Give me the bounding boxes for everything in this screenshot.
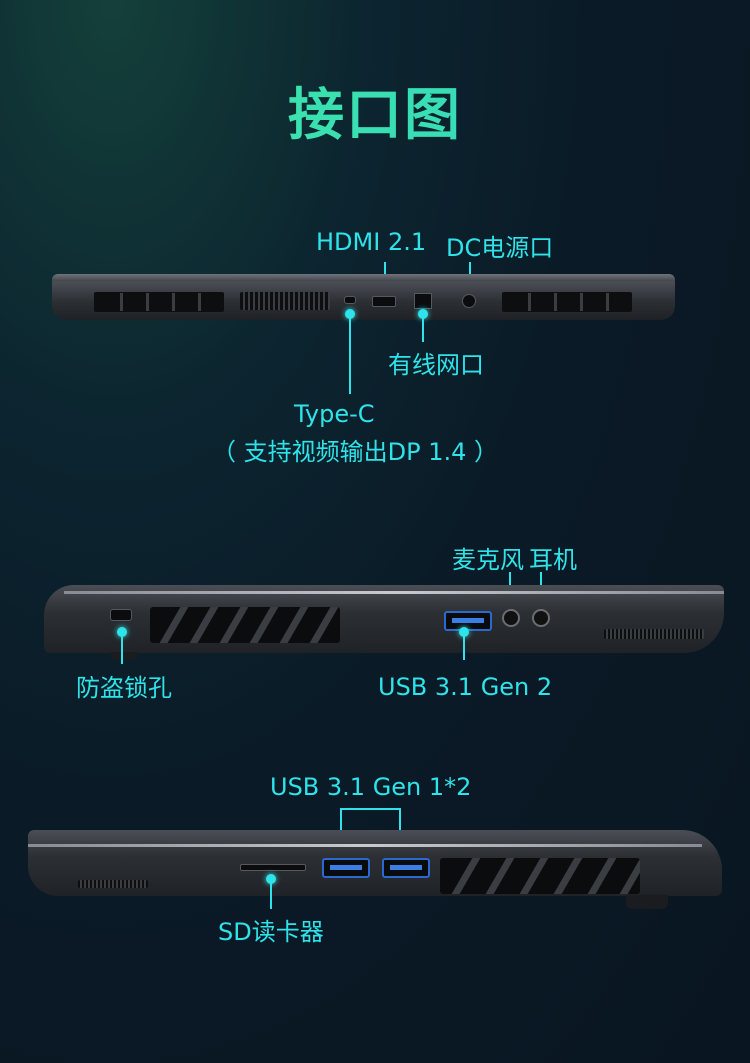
right-side-grille (440, 858, 640, 894)
typec-port (344, 296, 356, 304)
headphone-label: 耳机 (529, 546, 577, 574)
typec-pointer-line (349, 314, 351, 394)
left-side-edge (64, 591, 724, 594)
lan-port (414, 293, 432, 309)
hdmi-port (372, 296, 396, 307)
usb-gen1-port-a (322, 858, 370, 878)
laptop-left-side (44, 585, 724, 653)
headphone-pointer-line (540, 572, 542, 596)
mic-pointer-line (509, 572, 511, 596)
usb-gen1-label: USB 3.1 Gen 1*2 (270, 773, 472, 801)
laptop-right-side (28, 830, 722, 896)
rear-vent-right (502, 292, 632, 312)
mic-jack (502, 609, 520, 627)
rear-vent-left (94, 292, 224, 312)
lock-label: 防盗锁孔 (76, 674, 172, 702)
rear-vent-mesh (240, 292, 330, 310)
dc-port (462, 294, 476, 308)
sd-label: SD读卡器 (218, 918, 324, 946)
typec-note: （ 支持视频输出DP 1.4 ） (212, 438, 499, 466)
usb-gen1-bracket-right (399, 808, 401, 848)
lock-pointer-line (121, 632, 123, 664)
right-side-mesh (78, 880, 148, 888)
dc-label: DC电源口 (446, 234, 554, 262)
right-foot (626, 895, 668, 909)
sd-slot (240, 864, 306, 871)
sd-pointer-line (270, 879, 272, 909)
headphone-jack (532, 609, 550, 627)
lan-pointer-line (422, 314, 424, 342)
rear-top-edge (52, 274, 675, 280)
typec-label: Type-C (294, 400, 375, 428)
hdmi-label: HDMI 2.1 (316, 228, 427, 256)
lan-label: 有线网口 (388, 351, 484, 379)
usb-gen2-pointer-line (463, 632, 465, 660)
usb-gen1-port-b (382, 858, 430, 878)
left-side-mesh (604, 629, 704, 639)
page-title: 接口图 (0, 70, 750, 151)
left-side-grille (150, 607, 340, 643)
left-foot (110, 652, 138, 660)
laptop-rear (52, 274, 675, 320)
usb-gen2-label: USB 3.1 Gen 2 (378, 673, 553, 701)
right-side-edge (28, 844, 702, 847)
lock-slot (110, 609, 132, 621)
mic-label: 麦克风 (452, 546, 524, 574)
usb-gen1-bracket-left (340, 808, 342, 848)
usb-gen1-bracket-top (340, 808, 401, 810)
